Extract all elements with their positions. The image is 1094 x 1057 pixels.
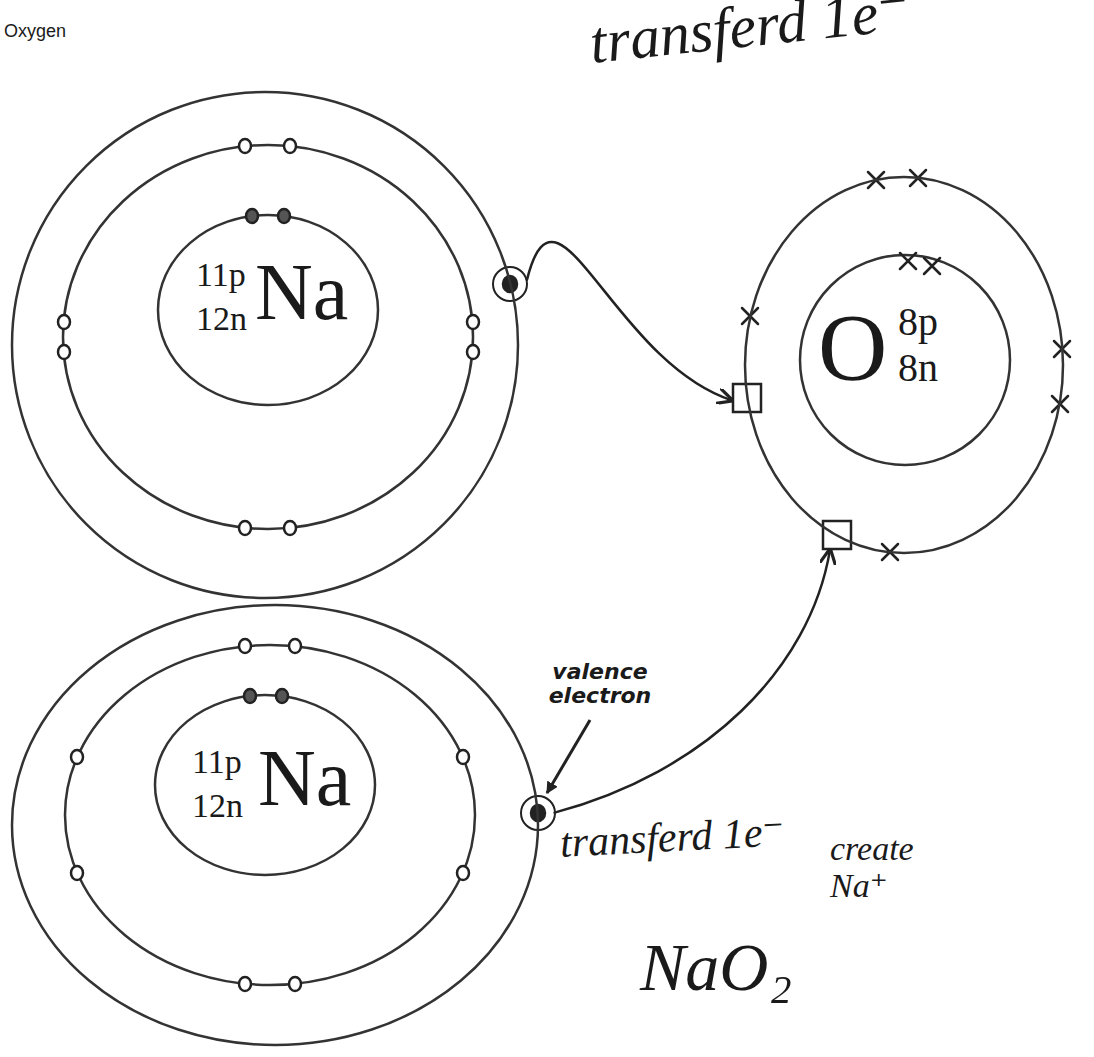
element-symbol: Na [258, 738, 351, 818]
electron-dot [71, 866, 83, 880]
electrons [58, 139, 545, 991]
electron-cross [924, 258, 940, 274]
shell-ring [63, 145, 473, 529]
nucleus-ring [158, 215, 378, 405]
electron-dot [58, 345, 70, 359]
note-label: create Na⁺ [830, 830, 940, 905]
transfer-label: transferd 1e⁻ [587, 0, 913, 76]
outer-shell-ring [12, 605, 538, 1045]
nucleus-count: 12n [192, 789, 243, 823]
leader-arrow [547, 720, 590, 793]
atom-shell: Na 11p 12n [10, 90, 520, 600]
electron-dot [244, 689, 256, 703]
electron-dot [467, 345, 479, 359]
electron-dot [246, 209, 258, 223]
shell-outline [10, 90, 520, 600]
electron-slots [733, 384, 851, 549]
shell-ring [65, 645, 475, 985]
outer-shell-ring [12, 92, 518, 598]
atom-shell: O 8p 8n [743, 175, 1065, 555]
electron-dot [289, 977, 301, 991]
nucleus-count: 11p [196, 258, 246, 292]
element-symbol: O [818, 300, 887, 396]
electron-dot [284, 139, 296, 153]
element-symbol: Na [255, 252, 348, 332]
electron-dot [239, 139, 251, 153]
nucleus-count: 8p [898, 302, 938, 342]
electron-dot [239, 977, 251, 991]
electron-dot [284, 521, 296, 535]
nucleus-count: 11p [192, 745, 242, 779]
figure-title-label: Oxygen [4, 22, 66, 42]
formula-label: NaO₂ [640, 930, 792, 1005]
electron-dot [276, 689, 288, 703]
nucleus-ring [155, 695, 375, 875]
electron-dot [58, 315, 70, 329]
transfer-label: transferd 1e⁻ [559, 808, 786, 866]
electron-dot [278, 209, 290, 223]
atom-shell: Na 11p 12n [10, 603, 540, 1047]
electron-transfer-arrow [527, 242, 732, 400]
outer-shell-ring [745, 177, 1063, 553]
nucleus-count: 8n [898, 348, 938, 388]
electron-circles [493, 267, 555, 830]
electron-dot [239, 639, 251, 653]
electron-cross [900, 253, 916, 269]
electron-dot [467, 315, 479, 329]
oxygen-electrons [742, 170, 1070, 560]
inner-shells [63, 145, 1010, 985]
electron-dot [289, 639, 301, 653]
nucleus-ring [800, 255, 1010, 465]
electron-dot [71, 750, 83, 764]
electron-dot [239, 521, 251, 535]
nucleus-count: 12n [196, 302, 247, 336]
electron-dot [457, 750, 469, 764]
valence-label: valence electron [540, 660, 660, 708]
shell-outline [10, 603, 540, 1047]
electron-dot [457, 866, 469, 880]
